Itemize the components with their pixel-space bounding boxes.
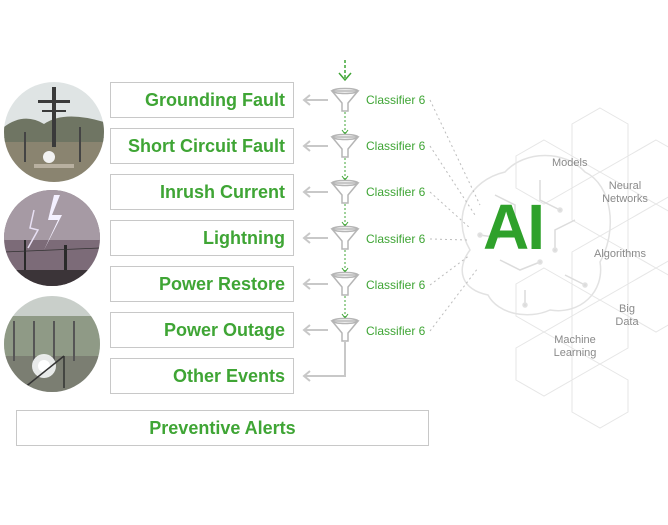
classifier-label: Classifier 6: [366, 185, 426, 199]
event-box-inrush-current: Inrush Current: [110, 174, 294, 210]
power-outage-photo: [4, 296, 100, 392]
event-box-lightning: Lightning: [110, 220, 294, 256]
arrow-left-icon: [302, 140, 328, 152]
arrow-left-icon: [302, 278, 328, 290]
funnel-icon: [330, 271, 360, 296]
hexagon-grid: [515, 107, 668, 429]
arrow-down-icon: [338, 60, 352, 82]
event-box-power-outage: Power Outage: [110, 312, 294, 348]
funnel-icon: [330, 179, 360, 204]
topic-big-data: Big Data: [615, 303, 639, 328]
funnel-chain-arrows: [341, 112, 349, 319]
classifier-label: Classifier 6: [366, 93, 426, 107]
topic-neural-networks: Neural Networks: [602, 180, 648, 205]
funnel-icon: [330, 133, 360, 158]
event-label: Power Outage: [163, 319, 285, 340]
event-box-short-circuit-fault: Short Circuit Fault: [110, 128, 294, 164]
event-box-other-events: Other Events: [110, 358, 294, 394]
arrow-left-icon: [302, 342, 346, 382]
preventive-alerts-label: Preventive Alerts: [149, 417, 296, 438]
event-label: Lightning: [203, 227, 285, 248]
topic-algorithms: Algorithms: [594, 248, 646, 260]
arrow-left-icon: [302, 186, 328, 198]
funnel-icon: [330, 225, 360, 250]
ai-connector-lines: [429, 99, 481, 332]
event-box-grounding-fault: Grounding Fault: [110, 82, 294, 118]
topic-models: Models: [552, 157, 588, 169]
funnel-icon: [330, 317, 360, 342]
funnel-icon: [330, 87, 360, 112]
classifier-label: Classifier 6: [366, 232, 426, 246]
arrow-left-icon: [302, 232, 328, 244]
event-label: Other Events: [172, 365, 285, 386]
event-box-power-restore: Power Restore: [110, 266, 294, 302]
topic-machine-learning: Machine Learning: [553, 334, 597, 359]
arrow-left-icon: [302, 324, 328, 336]
preventive-alerts-box: Preventive Alerts: [16, 410, 429, 446]
event-label: Grounding Fault: [145, 89, 285, 110]
arrow-left-icon: [302, 94, 328, 106]
event-label: Power Restore: [158, 273, 285, 294]
classifier-label: Classifier 6: [366, 139, 426, 153]
event-label: Short Circuit Fault: [128, 135, 285, 156]
brain-outline: [461, 154, 612, 316]
ai-label: AI: [483, 191, 545, 263]
classifier-label: Classifier 6: [366, 324, 426, 338]
event-label: Inrush Current: [159, 181, 285, 202]
classifier-label: Classifier 6: [366, 278, 426, 292]
